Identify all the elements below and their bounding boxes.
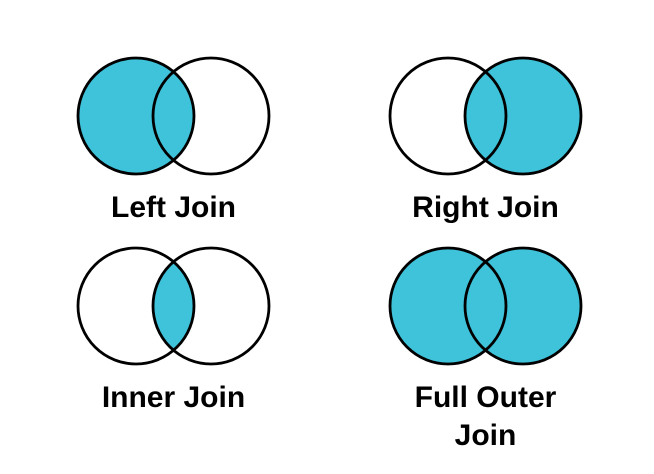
inner-join-label: Inner Join (101, 381, 246, 414)
right-circle-fill (465, 248, 581, 364)
left-circle-fill (78, 58, 194, 174)
right-circle-outline (151, 246, 271, 366)
full-outer-join-label: Full Outer Join (414, 381, 557, 452)
right-join-figure: Right Join (322, 53, 649, 243)
join-diagrams-grid: Left Join Right Join Inner Join (10, 53, 649, 454)
full-outer-join-figure: Full Outer Join (322, 243, 649, 454)
left-circle-outline (76, 246, 196, 366)
left-circle-outline (388, 56, 508, 176)
left-join-venn-diagram (76, 56, 271, 176)
full-outer-join-venn-diagram (388, 246, 583, 366)
left-join-figure: Left Join (10, 53, 337, 243)
intersection-fill (153, 248, 194, 364)
left-circle-outline (388, 246, 508, 366)
left-circle-outline (76, 56, 196, 176)
right-circle-fill (465, 58, 581, 174)
right-circle-outline (463, 246, 583, 366)
right-circle-outline (151, 56, 271, 176)
inner-join-venn-diagram (76, 246, 271, 366)
right-circle-outline (463, 56, 583, 176)
right-join-venn-diagram (388, 56, 583, 176)
inner-join-figure: Inner Join (10, 243, 337, 454)
left-join-label: Left Join (111, 191, 236, 224)
right-join-label: Right Join (412, 191, 559, 224)
